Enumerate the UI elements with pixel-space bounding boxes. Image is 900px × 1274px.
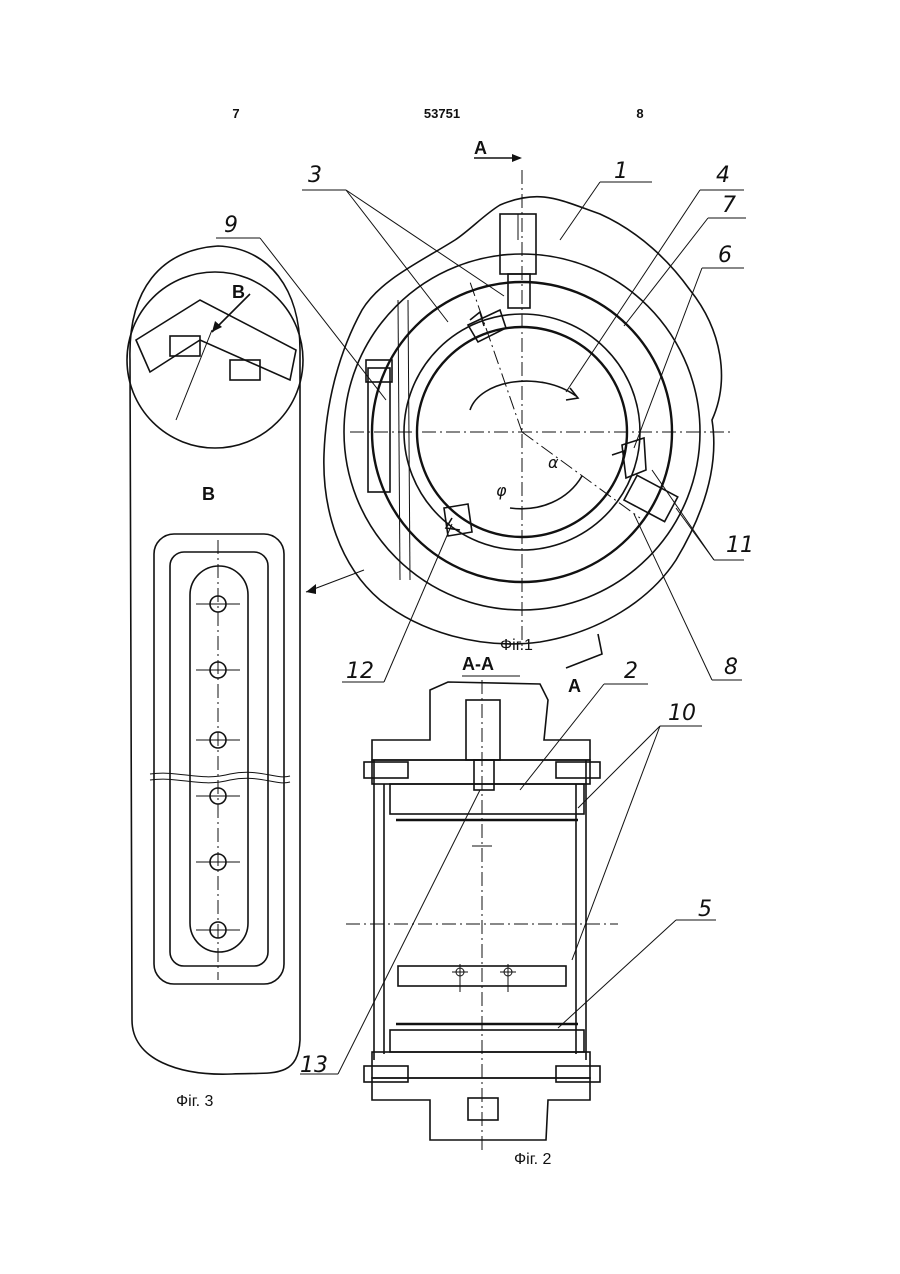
figure-2: A-A: [300, 654, 716, 1168]
figure-2-caption: Фіг. 2: [514, 1151, 551, 1168]
figure-3-caption: Фіг. 3: [176, 1093, 213, 1110]
callout-2: 2: [624, 659, 638, 684]
callout-8: 8: [724, 655, 738, 680]
section-marker-bottom: A: [568, 676, 581, 696]
page-number-left: 7: [232, 106, 239, 121]
bottom-liner: [390, 1030, 584, 1052]
angle-phi: φ: [496, 481, 507, 500]
figure-1: α φ A A 1 3 4 7 6 9 11 8 12: [216, 138, 754, 696]
figure-3: B B Фіг. 3: [127, 246, 303, 1110]
right-block: [624, 475, 678, 521]
callout-10: 10: [668, 701, 696, 726]
callout-1: 1: [614, 159, 628, 184]
figure-1-caption: Фіг.1: [500, 637, 533, 654]
slot-plate-outer: [154, 534, 284, 984]
callout-4: 4: [716, 163, 730, 188]
blade-insert-top: [468, 310, 506, 342]
top-liner: [390, 784, 584, 814]
section-title-aa: A-A: [462, 654, 494, 674]
housing-outline: [324, 197, 722, 644]
view-b-title: B: [202, 484, 215, 504]
section-marker-top: A: [474, 138, 487, 158]
callout-13: 13: [300, 1053, 328, 1078]
callout-9: 9: [224, 213, 238, 238]
callout-3: 3: [308, 163, 322, 188]
page-number-right: 8: [636, 106, 643, 121]
detail-marker-b: B: [232, 282, 245, 302]
angle-alpha: α: [548, 453, 559, 472]
callout-11: 11: [726, 533, 754, 558]
callout-5: 5: [698, 897, 712, 922]
callout-12: 12: [346, 659, 374, 684]
callout-6: 6: [718, 243, 732, 268]
callout-7: 7: [722, 193, 736, 218]
detail-circle: [127, 272, 303, 448]
blade-insert-right: [622, 438, 646, 478]
slot: [190, 566, 248, 952]
patent-number: 53751: [424, 106, 460, 121]
